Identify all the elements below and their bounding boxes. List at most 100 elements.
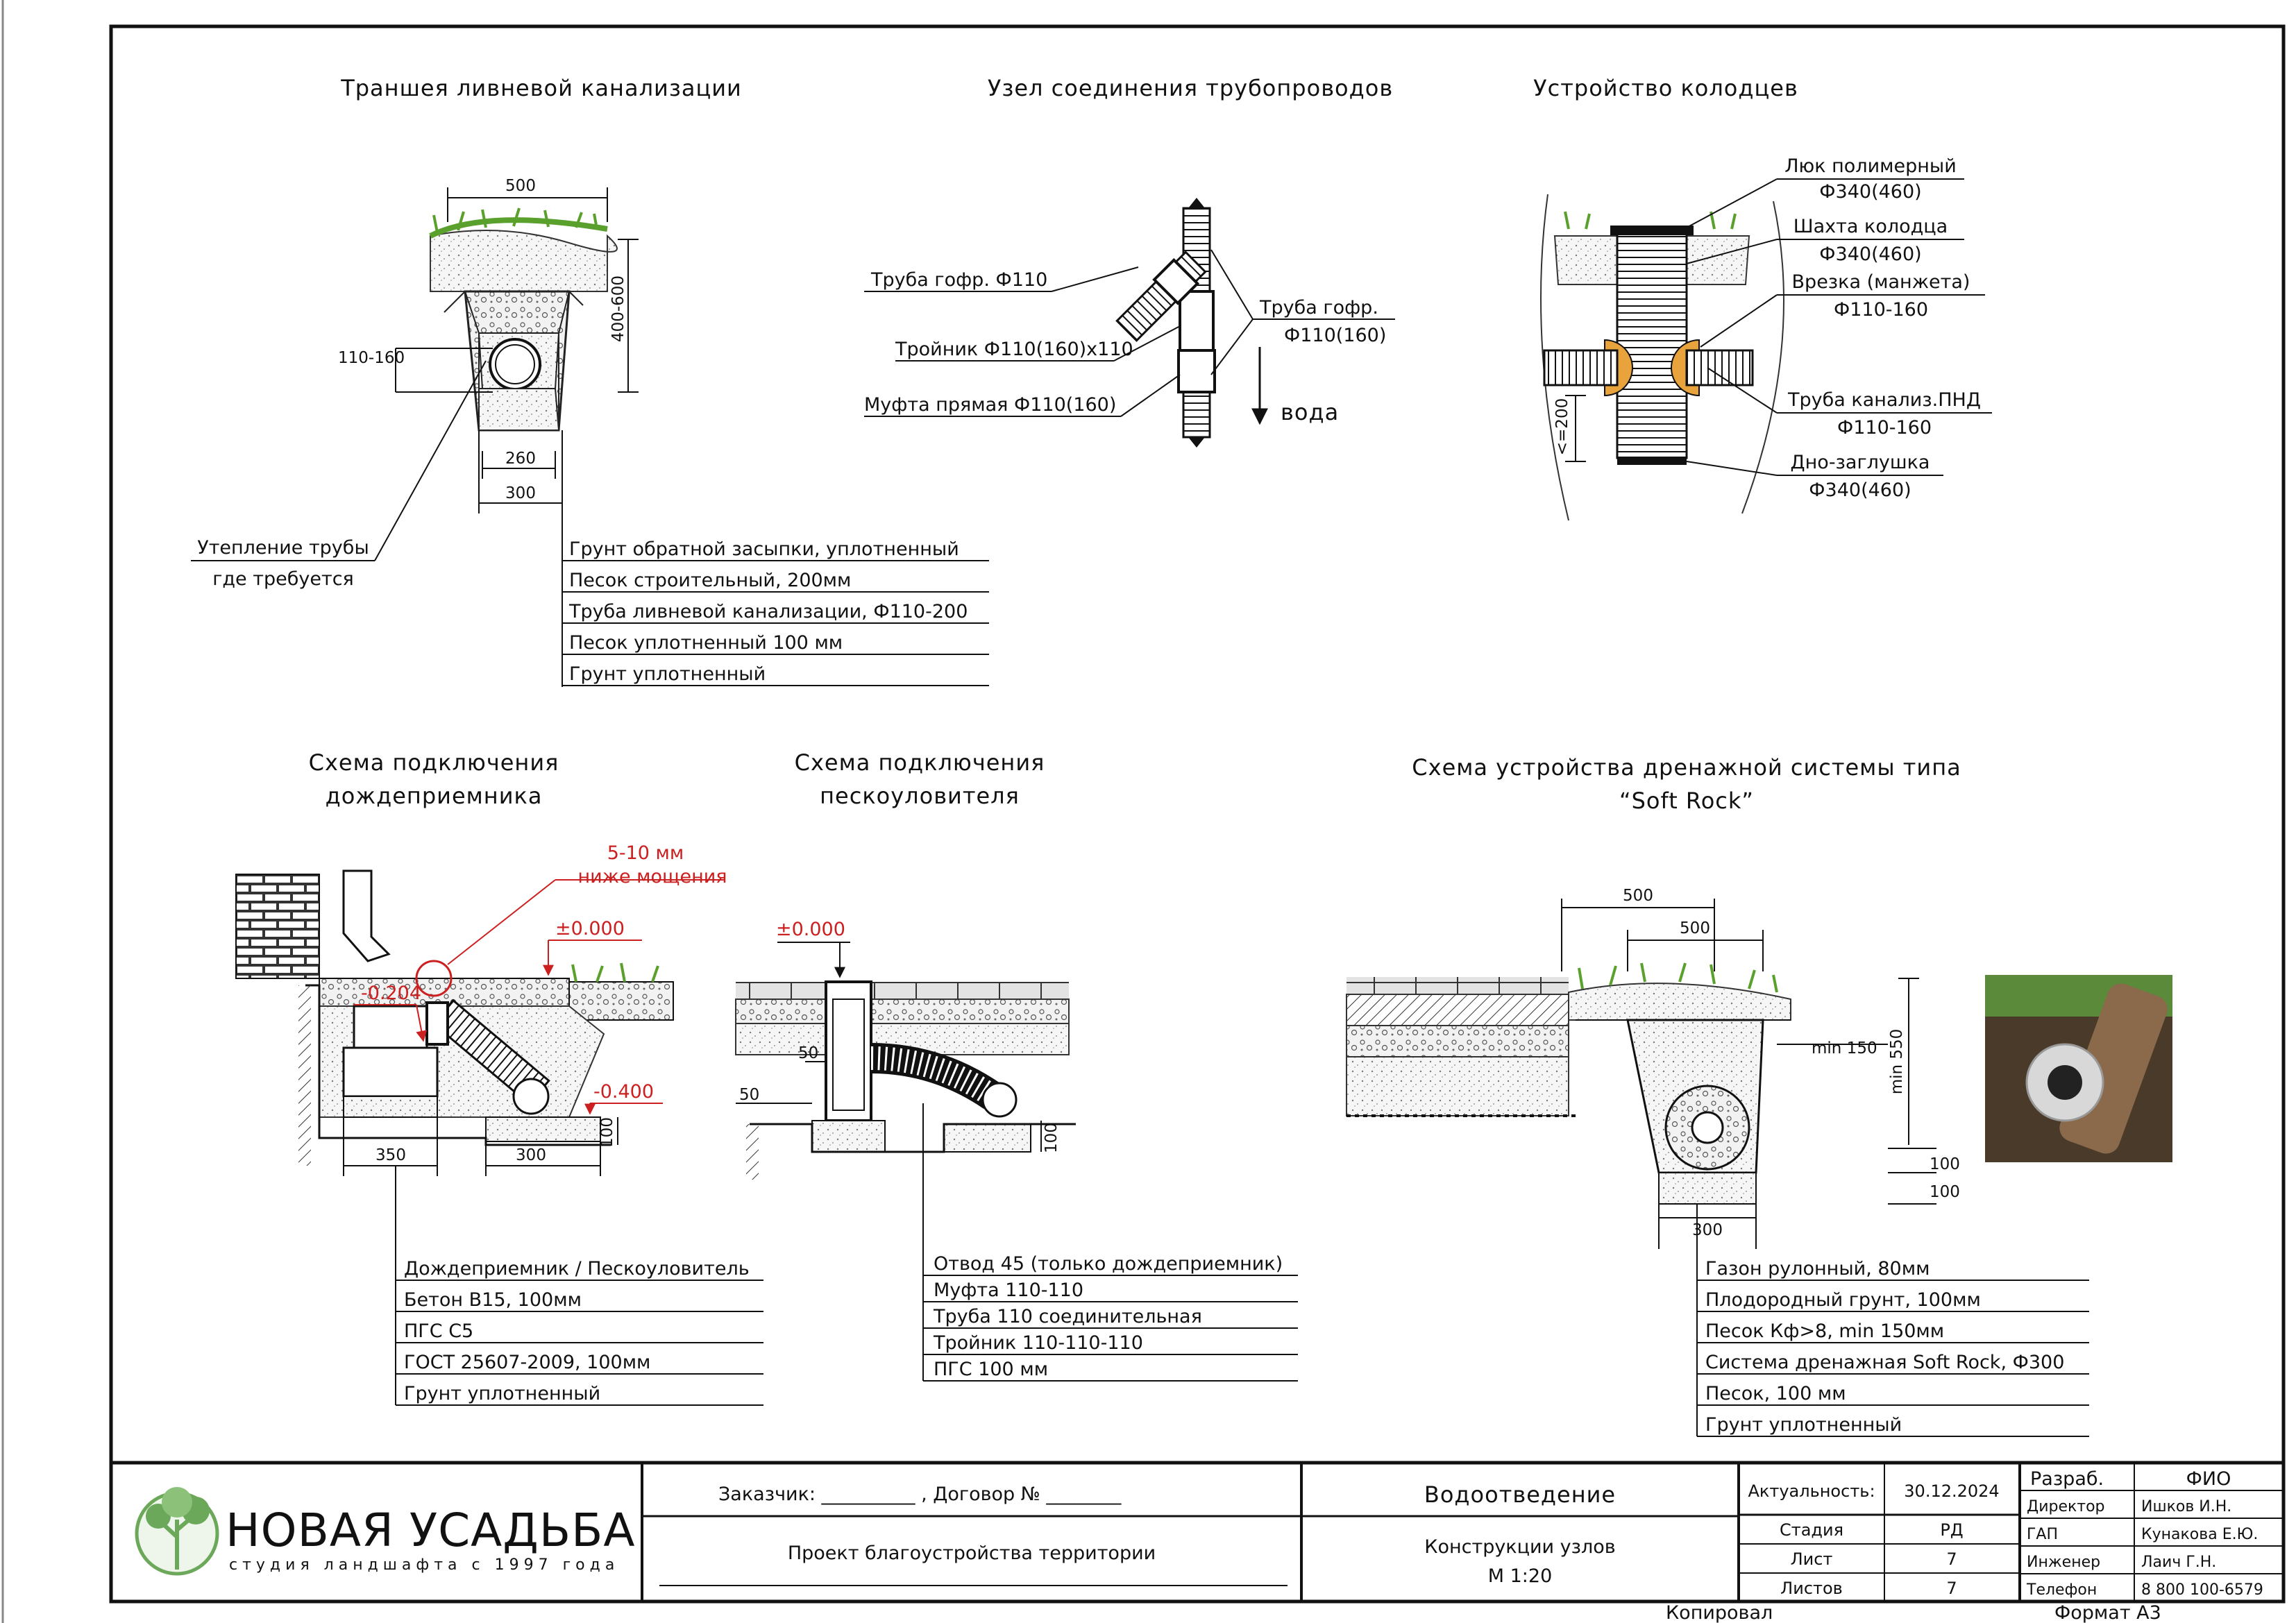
rain-inlet-section: Схема подключения дождеприемника 5-10 мм [235,749,763,1406]
soft-rock-dim-min550: min 550 [1888,1029,1906,1095]
soft-rock-title-1: Схема устройства дренажной системы типа [1412,754,1961,781]
rain-inlet-title-2: дождеприемника [326,783,543,809]
actuality-label: Актуальность: [1748,1481,1875,1501]
sheet-value: 7 [1946,1549,1957,1569]
rain-inlet-mark-zero: ±0.000 [555,918,625,940]
sand-trap-dim-50a: 50 [798,1044,818,1062]
format-label: Формат А3 [2054,1602,2161,1623]
trench-layer-4: Песок уплотненный 100 мм [569,632,843,654]
rain-inlet-layer-2: Бетон В15, 100мм [404,1289,582,1311]
trench-title: Траншея ливневой канализации [340,75,742,101]
soft-rock-layer-1: Газон рулонный, 80мм [1705,1258,1930,1280]
soft-rock-dim-100a: 100 [1930,1155,1960,1173]
section-name: Водоотведение [1424,1481,1616,1508]
junction-title: Узел соединения трубопроводов [988,75,1393,101]
title-block: НОВАЯ УСАДЬБА студия ландшафта с 1997 го… [111,1461,2284,1623]
trench-dim-inner: 260 [505,450,536,468]
well-label-cuff-2: Ф110-160 [1834,299,1928,321]
rain-inlet-red-note-1: 5-10 мм [607,842,684,864]
junction-right-label-2: Ф110(160) [1284,325,1386,346]
logo-subtitle: студия ландшафта с 1997 года [229,1556,619,1574]
trench-insulation-note-2: где требуется [212,568,354,590]
sand-trap-mark-zero: ±0.000 [776,919,845,940]
trench-layer-2: Песок строительный, 200мм [569,570,851,591]
sand-trap-layer-1: Отвод 45 (только дождеприемник) [934,1253,1283,1275]
well-label-pipe-2: Ф110-160 [1837,417,1932,439]
actuality-date: 30.12.2024 [1904,1481,1999,1501]
sand-trap-layer-4: Тройник 110-110-110 [933,1332,1143,1354]
sand-trap-section: Схема подключения пескоуловителя ±0.000 … [735,749,1298,1382]
junction-right-label-1: Труба гофр. [1259,297,1378,318]
logo-tree-icon [135,1487,219,1576]
soft-rock-dim-outer: 500 [1623,887,1653,905]
stage-label: Стадия [1780,1520,1843,1540]
rain-inlet-dim-350: 350 [375,1146,406,1164]
junction-label-pipe: Труба гофр. Ф110 [870,269,1047,291]
trench-layer-5: Грунт уплотненный [569,663,766,685]
customer-field: Заказчик: __________ , Договор № _______… [718,1484,1122,1505]
copied-label: Копировал [1666,1602,1773,1623]
drawing-name-1: Конструкции узлов [1424,1536,1615,1558]
well-label-shaft-1: Шахта колодца [1793,216,1948,237]
well-section: Устройство колодцев <=200 Люк полимерный… [1533,75,1992,521]
soft-rock-layer-5: Песок, 100 мм [1705,1383,1846,1404]
rain-inlet-layer-5: Грунт уплотненный [404,1383,600,1404]
staff-name-4: 8 800 100-6579 [2141,1581,2263,1599]
rain-inlet-mark-400: -0.400 [593,1081,654,1103]
rain-inlet-red-note-2: ниже мощения [577,866,727,887]
staff-name-1: Ишков И.Н. [2141,1498,2231,1515]
rain-inlet-mark-204: -0.204 [361,983,421,1004]
trench-dim-pipe: 110-160 [338,349,405,367]
junction-label-tee: Тройник Ф110(160)х110 [895,339,1133,360]
well-title: Устройство колодцев [1533,75,1798,101]
well-label-shaft-2: Ф340(460) [1819,244,1921,265]
well-label-pipe-1: Труба канализ.ПНД [1787,389,1981,411]
rain-inlet-dim-100: 100 [598,1117,616,1148]
sheet-label: Лист [1791,1549,1833,1569]
sheets-label: Листов [1780,1579,1843,1598]
staff-name-2: Кунакова Е.Ю. [2141,1526,2258,1543]
well-label-bottom-2: Ф340(460) [1809,479,1911,501]
logo-name: НОВАЯ УСАДЬБА [226,1504,636,1557]
drawing-name-2: М 1:20 [1488,1565,1553,1587]
soft-rock-section: Схема устройства дренажной системы типа … [1346,754,2172,1437]
well-dim: <=200 [1553,398,1571,455]
sand-trap-dim-50b: 50 [739,1086,759,1104]
rain-inlet-layer-4: ГОСТ 25607-2009, 100мм [404,1352,650,1373]
soft-rock-photo [1985,975,2172,1162]
sand-trap-dim-100: 100 [1043,1123,1061,1153]
sand-trap-title-1: Схема подключения [795,749,1045,776]
trench-dim-bottom: 300 [505,484,536,502]
staff-name-3: Лаич Г.Н. [2141,1554,2216,1571]
sand-trap-layer-3: Труба 110 соединительная [933,1306,1202,1327]
soft-rock-layer-3: Песок Кф>8, min 150мм [1705,1320,1944,1342]
trench-layer-1: Грунт обратной засыпки, уплотненный [569,538,959,560]
junction-flow-label: вода [1281,399,1339,425]
trench-layer-3: Труба ливневой канализации, Ф110-200 [568,601,968,622]
rain-inlet-layer-1: Дождеприемник / Пескоуловитель [404,1258,750,1280]
staff-role-4: Телефон [2026,1581,2097,1599]
trench-section: Траншея ливневой канализации [191,75,989,687]
sheet-frame [109,24,2286,1604]
sand-trap-layer-2: Муфта 110-110 [934,1280,1083,1301]
staff-role-1: Директор [2027,1498,2105,1515]
staff-header-name: ФИО [2186,1468,2231,1490]
rain-inlet-dim-300: 300 [516,1146,546,1164]
project-name: Проект благоустройства территории [788,1543,1156,1564]
sheets-value: 7 [1946,1579,1957,1598]
staff-header-role: Разраб. [2030,1468,2104,1490]
junction-section: Узел соединения трубопроводов Труба гофр… [864,75,1395,448]
soft-rock-dim-300: 300 [1692,1221,1723,1239]
well-label-hatch-1: Люк полимерный [1784,155,1957,177]
well-label-hatch-2: Ф340(460) [1819,181,1921,203]
staff-role-2: ГАП [2027,1526,2058,1543]
rain-inlet-title-1: Схема подключения [309,749,559,776]
well-label-cuff-1: Врезка (манжета) [1792,271,1970,293]
soft-rock-dim-inner: 500 [1680,919,1710,937]
stage-value: РД [1940,1520,1963,1540]
sand-trap-title-2: пескоуловителя [820,783,1020,809]
trench-insulation-note-1: Утепление трубы [197,537,369,559]
junction-label-coupling: Муфта прямая Ф110(160) [864,394,1116,416]
staff-role-3: Инженер [2027,1554,2100,1571]
